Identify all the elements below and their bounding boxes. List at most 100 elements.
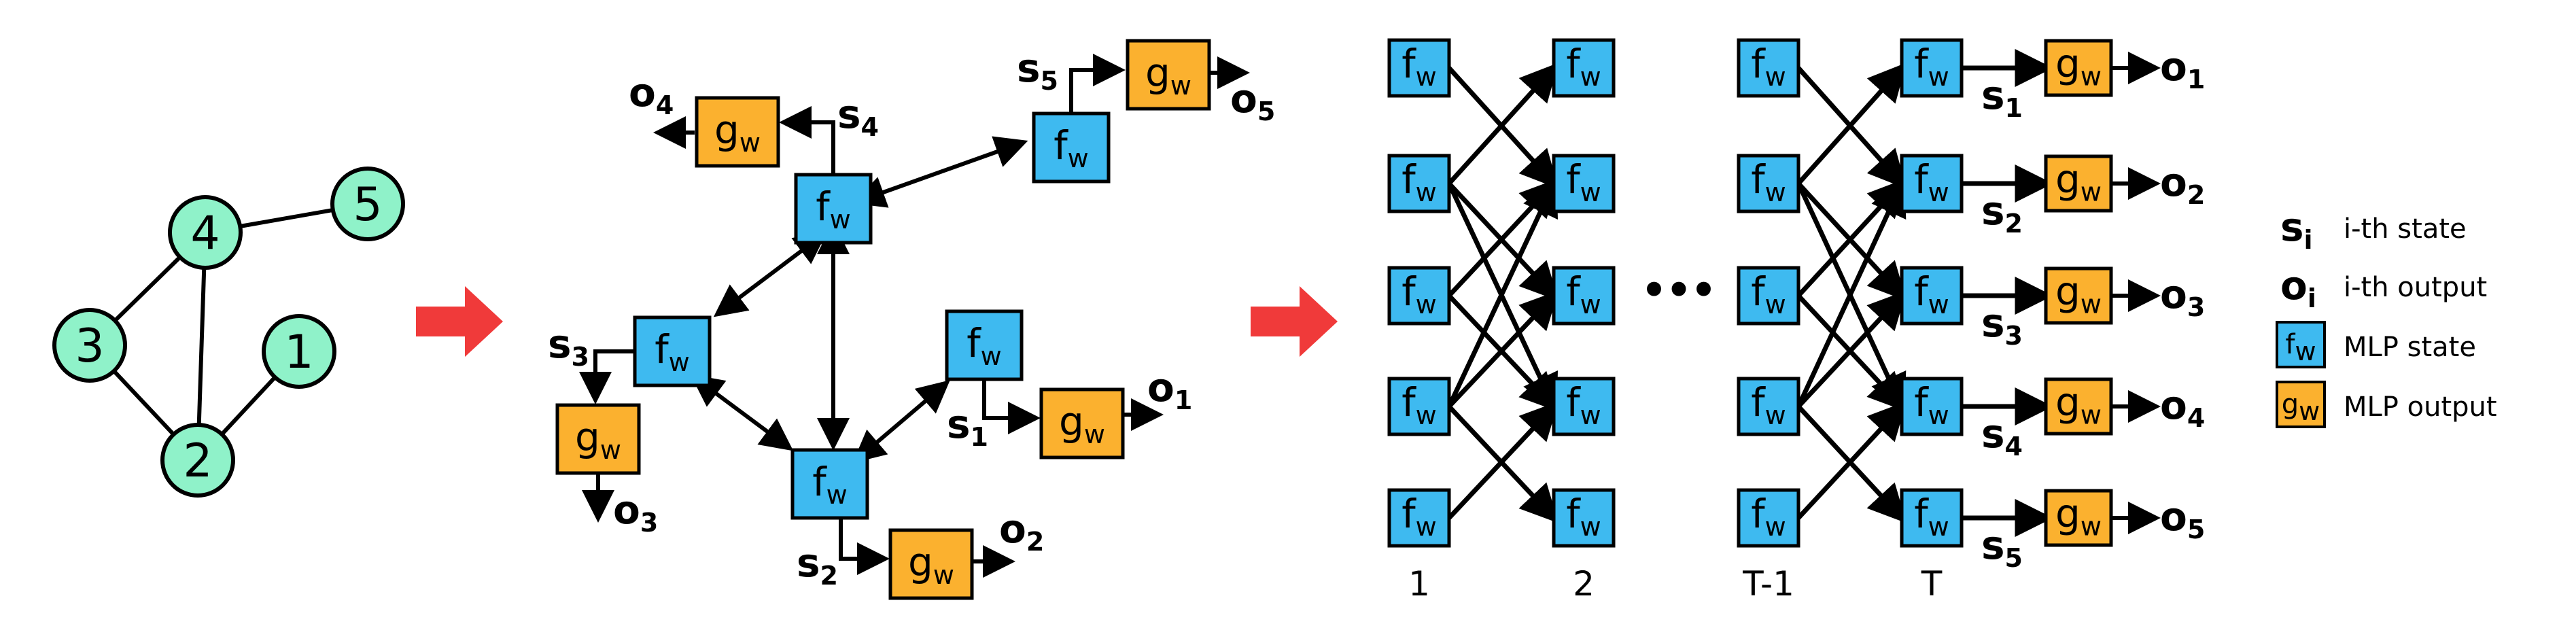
label-part: f xyxy=(1751,379,1766,425)
label-part: g xyxy=(1145,50,1170,96)
label-part: 4 xyxy=(656,90,674,120)
label-part: f xyxy=(1566,379,1581,425)
label-part: 1 xyxy=(1174,385,1192,415)
unrolled-state-c2-r1-label: fw xyxy=(1566,41,1601,92)
label-part: g xyxy=(908,539,933,585)
label-part: w xyxy=(2081,177,2102,207)
label-part: f xyxy=(816,184,831,230)
state-label-1: s1 xyxy=(947,401,988,452)
label-part: f xyxy=(1751,268,1766,315)
unrolled-state-label-5: s5 xyxy=(1981,522,2023,573)
ellipsis: ••• xyxy=(1639,262,1713,319)
label-part: 1 xyxy=(971,422,988,452)
unrolled-state-c2-r3-label: fw xyxy=(1566,268,1601,319)
label-part: o xyxy=(2160,493,2187,540)
unrolled-state-c3-r4-label: fw xyxy=(1751,379,1786,430)
label-part: g xyxy=(2055,41,2081,87)
unrolled-state-c1-r1-label: fw xyxy=(1402,41,1437,92)
label-part: MLP output xyxy=(2344,392,2497,423)
unrolled-output-box-1-label: gw xyxy=(2055,41,2102,92)
label-part: w xyxy=(1068,143,1089,173)
unrolled-state-c3-r2-label: fw xyxy=(1751,156,1786,207)
label-part: w xyxy=(1580,62,1601,92)
label-part: w xyxy=(933,560,954,590)
label-part: s xyxy=(837,91,861,137)
output-label-2: o2 xyxy=(999,506,1044,557)
unrolled-state-c1-r3-label: fw xyxy=(1402,268,1437,319)
label-part: o xyxy=(999,506,1026,552)
label-part: f xyxy=(1914,41,1929,87)
label-part: s xyxy=(1981,300,2005,346)
unrolled-message-arrow xyxy=(1796,290,1907,409)
label-part: f xyxy=(1054,122,1068,169)
label-part: w xyxy=(739,128,761,158)
label-part: w xyxy=(1416,62,1437,92)
label-part: f xyxy=(1402,156,1416,203)
output-label-3: o3 xyxy=(613,487,658,538)
label-part: g xyxy=(714,107,739,153)
graph-node xyxy=(160,423,235,498)
message-arrow-3-2 xyxy=(690,374,794,451)
label-part: i-th output xyxy=(2344,272,2487,303)
label-part: 5 xyxy=(353,178,382,232)
legend-symbol-1: si xyxy=(2280,204,2313,255)
label-part: f xyxy=(1402,491,1416,537)
unrolled-output-box-3-label: gw xyxy=(2055,268,2102,319)
label-part: w xyxy=(669,347,690,377)
step-label: T xyxy=(1921,564,1943,604)
label-part: w xyxy=(1928,400,1949,430)
label-part: o xyxy=(1230,75,1257,122)
message-arrow-4-5 xyxy=(852,136,1028,208)
unrolled-state-c2-r4-label: fw xyxy=(1566,379,1601,430)
label-part: 2 xyxy=(2187,180,2205,210)
label-part: g xyxy=(2055,379,2081,425)
label-part: w xyxy=(1416,290,1437,319)
output-label-1: o1 xyxy=(1147,364,1192,415)
label-part: 4 xyxy=(2005,432,2023,462)
label-part: g xyxy=(1059,398,1084,445)
label-part: 2 xyxy=(1573,564,1595,604)
label-part: w xyxy=(1928,62,1949,92)
unrolled-state-c3-r4 xyxy=(1737,377,1800,436)
label-part: w xyxy=(2295,336,2316,366)
legend-symbol-2: oi xyxy=(2280,262,2316,313)
unrolled-state-c1-r4-label: fw xyxy=(1402,379,1437,430)
label-part: w xyxy=(981,341,1002,371)
output-box-3-label: gw xyxy=(575,414,621,465)
label-part: f xyxy=(1914,156,1929,203)
connections xyxy=(88,49,2161,578)
legend-text-3: MLP state xyxy=(2344,332,2476,363)
unrolled-state-c4-r4-label: fw xyxy=(1914,379,1949,430)
unrolled-state-c4-r4 xyxy=(1900,377,1964,436)
unrolled-state-c2-r5-label: fw xyxy=(1566,491,1601,542)
output-box-1 xyxy=(1039,387,1125,459)
shapes xyxy=(52,38,2326,600)
graph-node-label: 1 xyxy=(284,326,313,379)
output-box-1-label: gw xyxy=(1059,398,1105,449)
step-label: 1 xyxy=(1408,564,1430,604)
label-part: w xyxy=(1170,71,1191,101)
output-box-3 xyxy=(555,403,641,475)
label-part: s xyxy=(797,540,820,586)
label-part: s xyxy=(1017,45,1041,91)
unrolled-output-box-1 xyxy=(2044,39,2113,97)
unrolled-state-c3-r3 xyxy=(1737,266,1800,326)
output-box-5 xyxy=(1126,39,1211,111)
label-part: o xyxy=(2280,262,2308,309)
label-part: 3 xyxy=(75,319,104,373)
unrolled-state-c4-r1 xyxy=(1900,38,1964,98)
state-box-3 xyxy=(633,315,712,387)
label-part: f xyxy=(1566,41,1581,87)
label-part: o xyxy=(613,487,640,533)
label-part: w xyxy=(1084,419,1105,449)
unrolled-state-c2-r4 xyxy=(1552,377,1616,436)
label-part: w xyxy=(1580,290,1601,319)
output-box-4-label: gw xyxy=(714,107,761,158)
unrolled-output-box-2 xyxy=(2044,154,2113,213)
label-part: w xyxy=(1765,62,1786,92)
unrolled-output-box-2-label: gw xyxy=(2055,156,2102,207)
label-part: o xyxy=(2160,159,2187,205)
unrolled-message-arrow xyxy=(1796,401,1907,520)
unrolled-state-c3-r5-label: fw xyxy=(1751,491,1786,542)
